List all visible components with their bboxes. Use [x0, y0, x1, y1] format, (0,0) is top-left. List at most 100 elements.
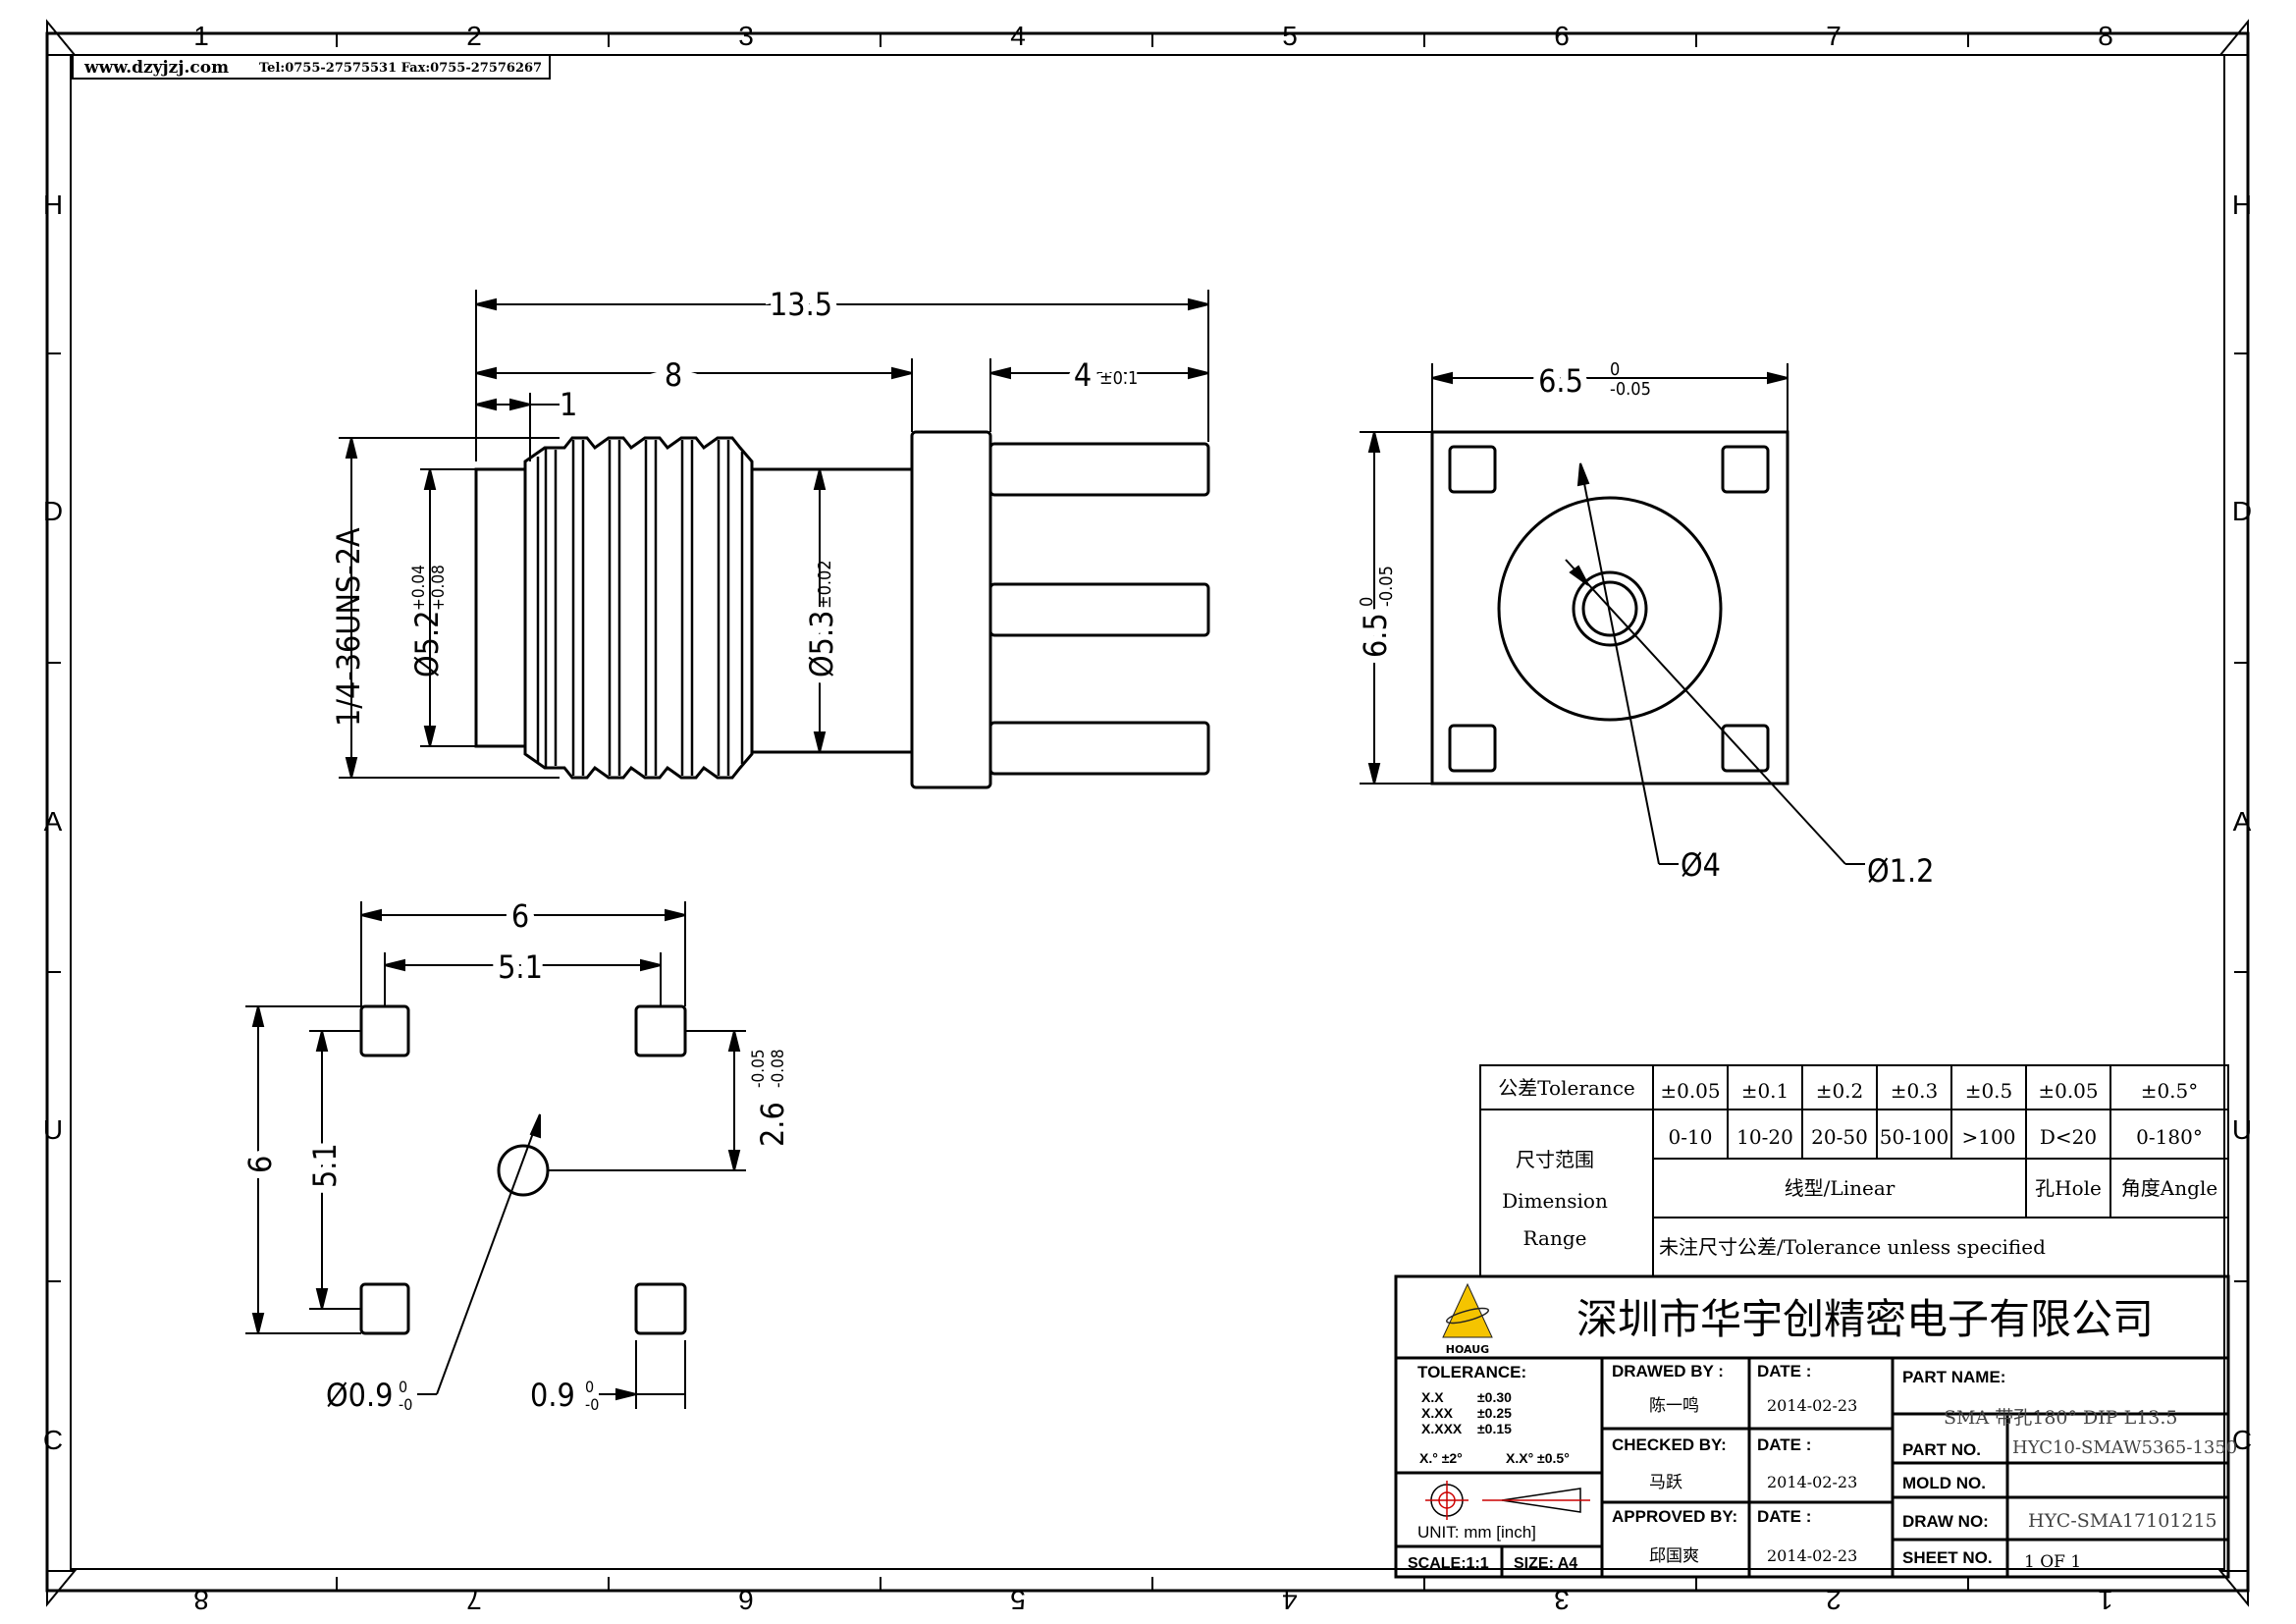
side-view-dimensions	[339, 290, 1209, 779]
front-height-tol-upper: 0	[1357, 597, 1377, 607]
mold-no-label: MOLD NO.	[1902, 1474, 1986, 1492]
tol-val-6: ±0.05	[2038, 1079, 2098, 1103]
header-box: www.dzyjzj.com Tel:0755-27575531 Fax:075…	[72, 54, 551, 80]
dia-outer: Ø4	[1681, 846, 1721, 884]
border-right-C: C	[2232, 1425, 2252, 1455]
side-view	[474, 430, 1210, 789]
sheet-no-label: SHEET NO.	[1902, 1548, 1993, 1567]
fp-pad-tol-lower: -0	[585, 1395, 599, 1414]
checked-by-label: CHECKED BY:	[1612, 1435, 1727, 1454]
linear-label: 线型/Linear	[1785, 1176, 1896, 1200]
draw-no-label: DRAW NO:	[1902, 1512, 1989, 1531]
range-3: 20-50	[1811, 1125, 1868, 1149]
border-bottom-8: 8	[193, 1585, 209, 1615]
tolerance-label: TOLERANCE:	[1417, 1363, 1526, 1381]
footprint-labels: 6 5.1 6 5.1 2.6 -0.05 -0.08 Ø0.9 0 -0 0.…	[235, 891, 791, 1414]
drawed-by: 陈一鸣	[1649, 1396, 1699, 1415]
tol-header-label: 公差Tolerance	[1498, 1076, 1634, 1100]
unspecified-label: 未注尺寸公差/Tolerance unless specified	[1659, 1235, 2046, 1259]
fp-offset-tol-upper: -0.05	[749, 1049, 769, 1088]
range-1: 0-10	[1669, 1125, 1713, 1149]
dim-pin-tol: ±0.1	[1099, 368, 1138, 389]
fp-height-outer: 6	[241, 1156, 279, 1173]
tol-fmt-1: X.X	[1421, 1389, 1444, 1405]
tol-val-4: ±0.3	[1891, 1079, 1939, 1103]
front-width-tol-lower: -0.05	[1610, 379, 1651, 400]
dim-body: 8	[665, 356, 682, 394]
border-top-8: 8	[2098, 21, 2113, 51]
tol-val-1: ±0.05	[1660, 1079, 1720, 1103]
front-width-tol-upper: 0	[1610, 359, 1620, 380]
angle-label: 角度Angle	[2121, 1176, 2217, 1200]
contact-text: Tel:0755-27575531 Fax:0755-27576267	[259, 61, 542, 76]
draw-no: HYC-SMA17101215	[2028, 1510, 2217, 1532]
fp-pad-tol-upper: 0	[585, 1378, 594, 1396]
border-top-3: 3	[738, 21, 754, 51]
dia-shank: Ø5.3	[803, 611, 840, 677]
range-label-en1: Dimension	[1502, 1189, 1608, 1213]
border-bottom-7: 7	[466, 1585, 482, 1615]
footprint-dimensions	[245, 901, 746, 1409]
thread-label: 1/4-36UNS-2A	[330, 527, 367, 727]
border-top-7: 7	[1826, 21, 1842, 51]
front-view	[1430, 430, 1789, 785]
dia-inner-tol-upper: +0.04	[409, 565, 429, 611]
fp-hole-dia-tol-lower: -0	[399, 1395, 412, 1414]
border-left-C: C	[43, 1425, 63, 1455]
unit-label: UNIT: mm [inch]	[1417, 1523, 1536, 1542]
border-right-D: D	[2232, 496, 2252, 526]
angle-tol-2: X.X° ±0.5°	[1506, 1450, 1570, 1466]
company-name: 深圳市华宇创精密电子有限公司	[1576, 1295, 2154, 1343]
tol-val-7: ±0.5°	[2141, 1079, 2199, 1103]
range-7: 0-180°	[2136, 1125, 2203, 1149]
title-block	[1394, 1274, 2230, 1579]
fp-width-inner: 5.1	[498, 948, 543, 986]
dim-total: 13.5	[770, 286, 832, 323]
scale-label: SCALE:1:1	[1408, 1555, 1489, 1572]
front-view-labels: 6.5 0 -0.05 6.5 0 -0.05 Ø4 Ø1.2	[1350, 355, 1934, 890]
tol-val-row-1: ±0.30	[1477, 1389, 1512, 1405]
fp-height-inner: 5.1	[306, 1143, 344, 1188]
drawing-frame	[45, 19, 2250, 1607]
border-bottom-5: 5	[1010, 1585, 1026, 1615]
dim-step: 1	[560, 386, 577, 423]
tolerance-table-text: 公差Tolerance ±0.05 ±0.1 ±0.2 ±0.3 ±0.5 ±0…	[1498, 1076, 2217, 1259]
company-logo: HOAUG	[1442, 1282, 1493, 1356]
date-label-3: DATE :	[1757, 1507, 1811, 1526]
border-left-U: U	[43, 1114, 63, 1145]
part-no: HYC10-SMAW5365-1350	[2012, 1437, 2237, 1458]
dia-shank-tol: ±0.02	[815, 560, 835, 609]
date-1: 2014-02-23	[1767, 1396, 1857, 1415]
range-label-en2: Range	[1523, 1226, 1587, 1250]
border-labels: 1 2 3 4 5 6 7 8 8 7 6 5 4 3 2 1 H D A U …	[43, 21, 2252, 1615]
angle-tol-1: X.° ±2°	[1419, 1450, 1463, 1466]
fp-pad: 0.9	[530, 1377, 575, 1414]
logo-text: HOAUG	[1446, 1343, 1489, 1356]
part-name-label: PART NAME:	[1902, 1368, 2005, 1386]
border-right-H: H	[2232, 189, 2252, 220]
border-top-5: 5	[1282, 21, 1298, 51]
drawed-by-label: DRAWED BY :	[1612, 1362, 1724, 1380]
tol-val-5: ±0.5	[1965, 1079, 2013, 1103]
border-top-6: 6	[1554, 21, 1570, 51]
range-4: 50-100	[1880, 1125, 1949, 1149]
date-label-2: DATE :	[1757, 1435, 1811, 1454]
tol-val-3: ±0.2	[1816, 1079, 1864, 1103]
front-height: 6.5	[1357, 613, 1394, 658]
border-left-A: A	[44, 806, 63, 837]
dia-inner-tol-lower: +0.08	[429, 565, 449, 611]
projection-symbol	[1425, 1481, 1590, 1520]
border-bottom-4: 4	[1282, 1585, 1298, 1615]
fp-offset-tol-lower: -0.08	[769, 1049, 788, 1088]
border-bottom-1: 1	[2098, 1585, 2113, 1615]
size-label: SIZE: A4	[1514, 1555, 1577, 1572]
range-5: >100	[1962, 1125, 2016, 1149]
border-top-4: 4	[1010, 21, 1026, 51]
tolerance-table	[1479, 1064, 2229, 1277]
tol-fmt-2: X.XX	[1421, 1405, 1454, 1421]
approved-by: 邱国爽	[1649, 1546, 1699, 1565]
checked-by: 马跃	[1649, 1473, 1682, 1491]
website-text: www.dzyjzj.com	[83, 58, 229, 78]
dim-pin-length: 4	[1074, 356, 1092, 394]
tol-fmt-3: X.XXX	[1421, 1421, 1463, 1436]
